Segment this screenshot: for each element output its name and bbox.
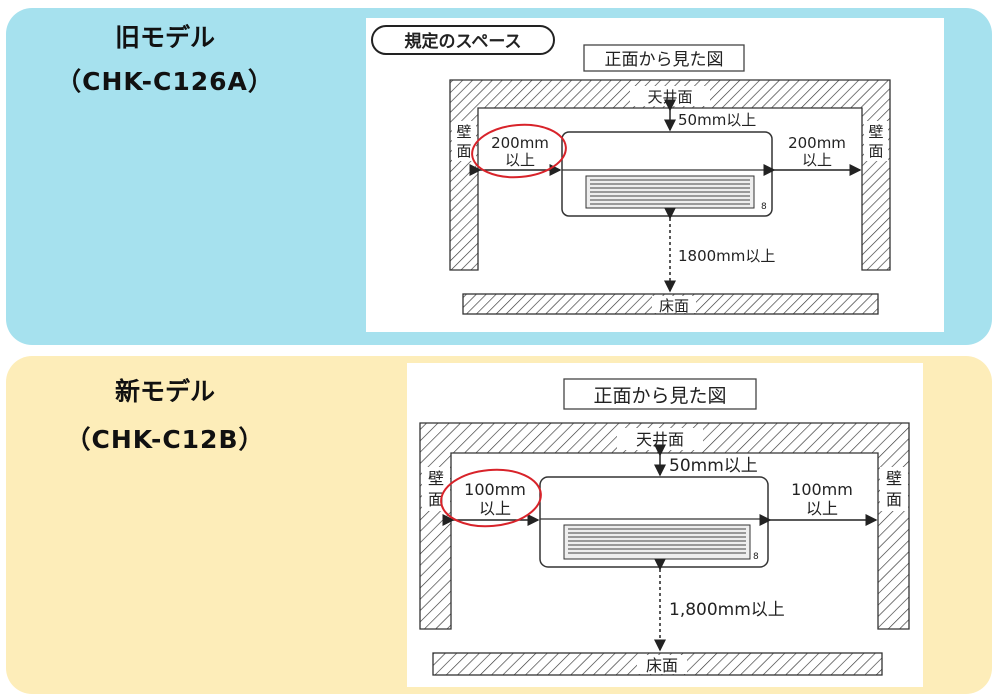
view-title-box: 正面から見た図 bbox=[583, 44, 745, 72]
right-clearance-suffix: 以上 bbox=[802, 151, 832, 169]
unit-mark: 8 bbox=[753, 552, 759, 562]
right-clearance-suffix: 以上 bbox=[806, 499, 838, 518]
ceiling-label: 天井面 bbox=[647, 88, 692, 106]
old-model-diagram: 規定のスペース 正面から見た図 天井面 壁 面 壁 面 床面 bbox=[371, 25, 891, 315]
wall-left-label-1: 壁 bbox=[456, 123, 471, 141]
view-title: 正面から見た図 bbox=[605, 50, 724, 70]
specified-space-badge: 規定のスペース bbox=[371, 25, 555, 55]
new-model-code: （CHK-C12B） bbox=[65, 425, 265, 454]
new-model-diagram-card: 正面から見た図 天井面 壁 面 壁 面 床面 8 bbox=[407, 363, 923, 687]
wall-right-label-2: 面 bbox=[886, 490, 902, 509]
floor-label: 床面 bbox=[659, 297, 689, 315]
unit-mark: 8 bbox=[761, 202, 767, 212]
wall-right-label-2: 面 bbox=[868, 142, 883, 160]
highlight-circle bbox=[471, 123, 567, 179]
new-model-name: 新モデル bbox=[114, 377, 215, 406]
right-clearance-value: 100mm bbox=[791, 480, 853, 499]
heater-unit: 8 bbox=[539, 476, 769, 568]
wall-left-label-1: 壁 bbox=[428, 469, 444, 488]
right-clearance-value: 200mm bbox=[788, 134, 846, 152]
highlight-circle bbox=[440, 468, 542, 528]
ceiling-and-walls bbox=[419, 422, 910, 630]
left-clearance-suffix: 以上 bbox=[479, 499, 511, 518]
floor-label: 床面 bbox=[646, 656, 678, 675]
floor-clearance-label: 1800mm以上 bbox=[678, 247, 775, 265]
top-clearance-label: 50mm以上 bbox=[669, 456, 758, 476]
left-clearance-suffix: 以上 bbox=[505, 151, 535, 169]
wall-left-label-2: 面 bbox=[456, 142, 471, 160]
badge-label: 規定のスペース bbox=[405, 31, 522, 52]
wall-left-label-2: 面 bbox=[428, 490, 444, 509]
view-title: 正面から見た図 bbox=[593, 385, 726, 407]
new-model-diagram: 正面から見た図 天井面 壁 面 壁 面 床面 8 bbox=[419, 378, 910, 676]
old-model-code: （CHK-C126A） bbox=[56, 67, 274, 96]
ceiling-label-bg bbox=[630, 86, 710, 106]
top-clearance-label: 50mm以上 bbox=[678, 111, 756, 129]
ceiling-label: 天井面 bbox=[636, 430, 684, 449]
left-clearance-value: 200mm bbox=[491, 134, 549, 152]
floor-clearance-label: 1,800mm以上 bbox=[669, 600, 785, 620]
ceiling-and-walls bbox=[449, 79, 891, 271]
old-model-diagram-card: 規定のスペース 正面から見た図 天井面 壁 面 壁 面 床面 bbox=[366, 18, 944, 332]
wall-right-label-1: 壁 bbox=[868, 123, 883, 141]
old-model-name: 旧モデル bbox=[114, 23, 215, 52]
view-title-box: 正面から見た図 bbox=[563, 378, 757, 410]
left-clearance-value: 100mm bbox=[464, 480, 526, 499]
heater-unit: 8 bbox=[561, 131, 773, 217]
wall-right-label-1: 壁 bbox=[886, 469, 902, 488]
